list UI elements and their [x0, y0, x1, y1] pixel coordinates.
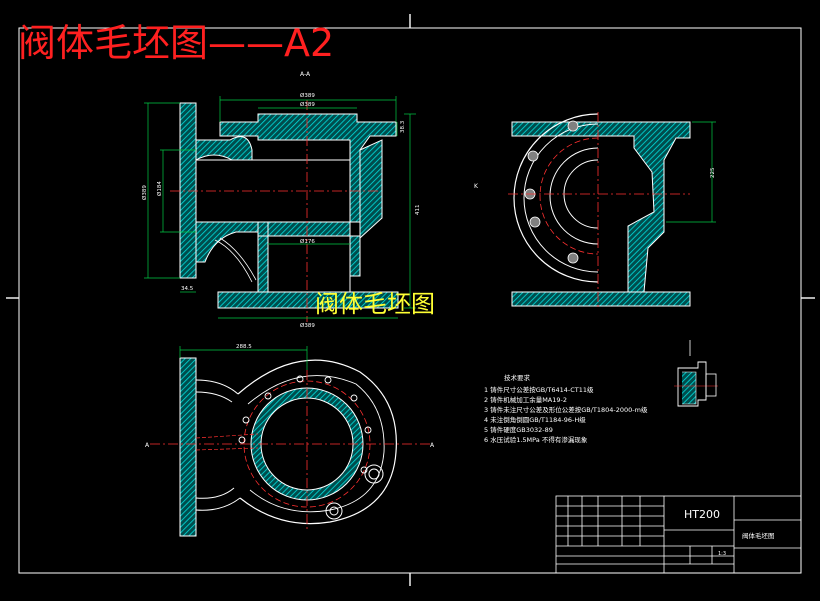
- section-mark-right: A: [430, 442, 435, 449]
- note-5: 5 铸件硬度GB3032-89: [484, 425, 553, 434]
- main-title: 阀体毛坯图——A2: [18, 21, 334, 65]
- title-block: [555, 495, 802, 574]
- dim-small-left: 34.5: [181, 286, 194, 292]
- left-flange-hatch: [179, 102, 197, 279]
- scale-label: 1:3: [718, 551, 726, 557]
- dim-bottom-width: Ø389: [300, 322, 315, 329]
- front-section-view: Ø389 Ø389 Ø389 Ø184 Ø176 Ø389 34.5 411 3…: [141, 92, 421, 329]
- note-1: 1 铸件尺寸公差按GB/T6414-CT11级: [484, 385, 594, 394]
- dim-right-height: 225: [710, 167, 716, 178]
- bottom-collar-hatch: [257, 221, 351, 237]
- dim-left-height: Ø389: [141, 185, 148, 200]
- material-label: HT200: [684, 508, 720, 521]
- side-top-flange: [511, 121, 691, 293]
- lower-branch-hatch: [195, 221, 269, 263]
- part-name-label: 阀体毛坯图: [742, 531, 775, 540]
- center-title: 阀体毛坯图: [315, 290, 435, 318]
- view-arrow-label: K: [474, 183, 479, 190]
- note-6: 6 水压试验1.5MPa 不得有渗漏现象: [484, 435, 588, 444]
- dim-flange-dia: Ø389: [300, 101, 315, 108]
- notes-heading: 技术要求: [504, 373, 531, 382]
- side-bottom-flange: [511, 291, 691, 307]
- technical-notes: 技术要求 1 铸件尺寸公差按GB/T6414-CT11级 2 铸件机械加工余量M…: [484, 373, 648, 444]
- upper-branch-hatch: [195, 136, 253, 161]
- note-2: 2 铸件机械加工余量MA19-2: [484, 395, 567, 404]
- dim-bottom-inner: Ø176: [300, 238, 315, 245]
- top-flange-hatch: [219, 113, 397, 223]
- dim-overall-height: 411: [415, 205, 421, 216]
- note-4: 4 未注倒角倒圆GB/T1184-96-H级: [484, 415, 586, 424]
- dim-top-width: Ø389: [300, 92, 315, 99]
- dim-top-right: 38.3: [400, 120, 406, 133]
- section-label: A-A: [300, 71, 311, 78]
- bottom-leg-right: [349, 235, 361, 277]
- small-reference-view: [674, 340, 718, 407]
- plan-view: 288.5 A A: [145, 344, 435, 537]
- note-3: 3 铸件未注尺寸公差及形位公差按GB/T1804-2000-m级: [484, 405, 648, 414]
- dim-inner-dia: Ø184: [156, 181, 163, 196]
- section-mark-left: A: [145, 442, 150, 449]
- body-right-wall: [359, 139, 383, 240]
- bottom-leg-left: [257, 235, 269, 293]
- side-view: 225 K: [474, 112, 716, 310]
- plan-left-flange: [179, 357, 197, 537]
- dim-plan-width: 288.5: [236, 344, 252, 350]
- bottom-flange-hatch: [217, 291, 399, 309]
